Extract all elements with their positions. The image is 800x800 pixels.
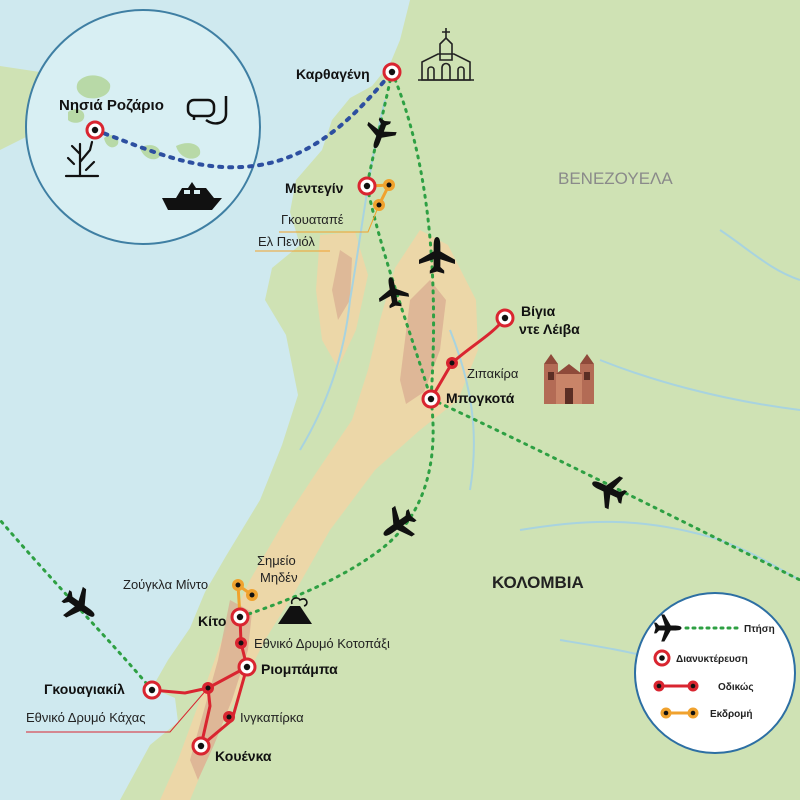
label-ingapirca: Ινγκαπίρκα (240, 710, 304, 725)
volcano-icon (278, 597, 312, 624)
island (76, 75, 111, 99)
place-labels: ΒΕΝΕΖΟΥΕΛΑ ΚΟΛΟΜΒΙΑ Νησιά Ροζάριο Καρθαγ… (26, 66, 673, 764)
label-villa-1: Βίγια (521, 303, 556, 319)
yacht-icon (162, 182, 222, 210)
map-legend: Πτήση Διανυκτέρευση Οδικώς Εκδρομή (634, 592, 796, 754)
label-middle-1: Σημείο (257, 553, 296, 568)
label-cuenca: Κουένκα (215, 748, 272, 764)
label-guayaquil: Γκουαγιακίλ (44, 681, 125, 697)
leader-lines (255, 204, 380, 252)
road-stops (202, 357, 458, 723)
label-zipaquira: Ζιπακίρα (467, 366, 519, 381)
cathedral-icon (544, 354, 594, 404)
label-cotopaxi: Εθνικό Δρυμό Κοτοπάξι (254, 636, 390, 651)
flight-bogota-quito (238, 397, 435, 619)
country-label-venezuela: ΒΕΝΕΖΟΥΕΛΑ (558, 169, 673, 188)
boat-route-rosario-cartagena (93, 70, 394, 170)
peaks-central (332, 250, 352, 320)
peaks-east (400, 280, 446, 404)
label-medellin: Μεντεγίν (285, 180, 344, 196)
legend-road: Οδικώς (718, 682, 754, 693)
label-cartagena: Καρθαγένη (296, 66, 370, 82)
leader-line-cajas (26, 687, 209, 733)
snorkel-icon (186, 96, 228, 125)
flight-cartagena-bogota (390, 70, 436, 401)
flight-guayaquil-west (0, 518, 154, 692)
label-guatape: Γκουαταπέ (281, 212, 344, 227)
label-cajas: Εθνικό Δρυμό Κάχας (26, 710, 146, 725)
legend-overnight: Διανυκτέρευση (676, 654, 748, 665)
country-label-colombia: ΚΟΛΟΜΒΙΑ (492, 573, 584, 592)
label-mindo: Ζούγκλα Μίντο (123, 577, 208, 592)
label-middle-2: Μηδέν (260, 570, 298, 585)
flight-bogota-east (429, 397, 800, 582)
island (68, 109, 85, 123)
island (176, 143, 201, 159)
land-mainland (120, 0, 800, 800)
label-riobamba: Ριομπάμπα (261, 661, 338, 677)
coral-icon (64, 140, 100, 178)
legend-flight: Πτήση (744, 624, 775, 635)
label-bogota: Μπογκοτά (446, 390, 515, 406)
label-quito: Κίτο (198, 613, 226, 629)
label-penol: Ελ Πενιόλ (258, 234, 315, 249)
label-rosario: Νησιά Ροζάριο (59, 97, 164, 114)
church-icon (418, 28, 474, 81)
legend-excursion: Εκδρομή (710, 709, 753, 720)
excursion-stops (232, 179, 395, 601)
label-villa-2: ντε Λέιβα (519, 321, 580, 337)
overnight-stops (85, 62, 515, 756)
